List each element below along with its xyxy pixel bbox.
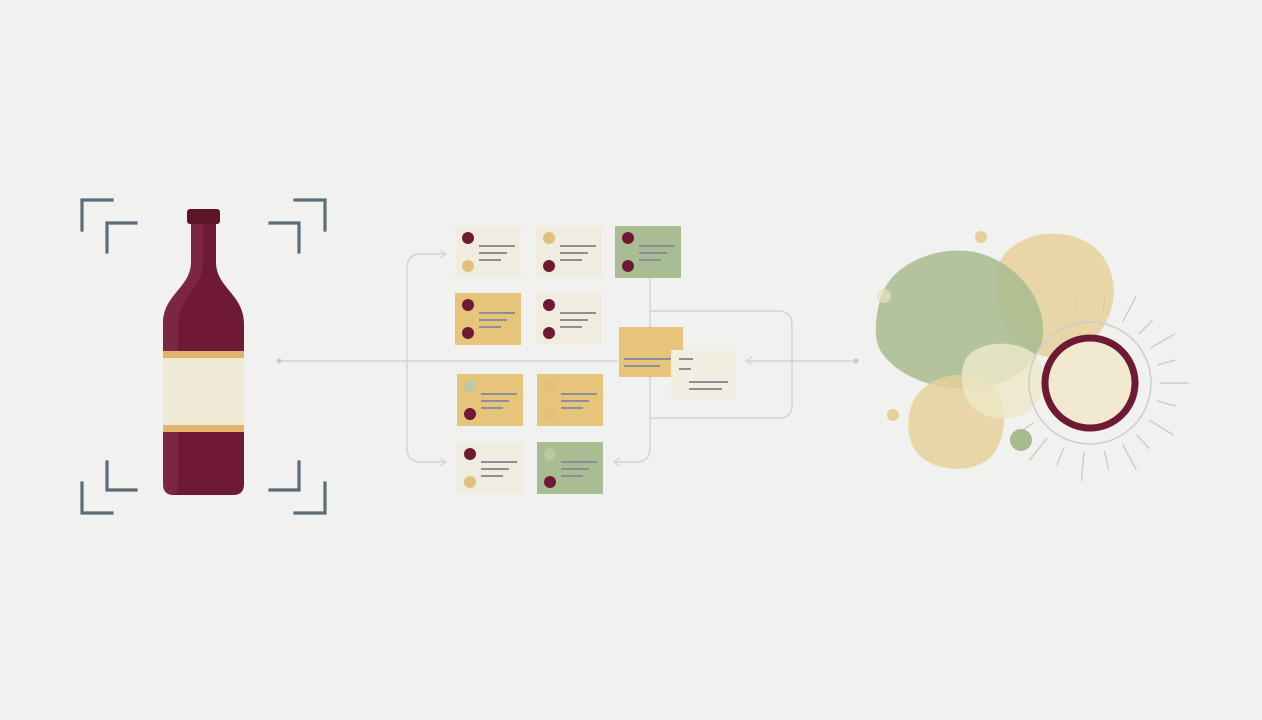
card-r1-c1 <box>455 226 521 278</box>
card-r1-c2 <box>536 226 602 278</box>
sunburst-ray <box>1136 434 1150 450</box>
card-r4-c2 <box>537 442 603 494</box>
sunburst-ray <box>1156 400 1176 407</box>
arrowhead-result-in <box>744 356 753 366</box>
flavor-profile-result <box>875 231 1189 482</box>
card-dot-icon <box>464 476 476 488</box>
sunburst-ray <box>1103 450 1110 470</box>
sunburst-ray <box>1056 447 1065 466</box>
connector-branch-bottom <box>406 361 444 463</box>
sunburst-ray <box>1122 444 1137 471</box>
connector-loop-box <box>650 310 793 419</box>
card-dot-icon <box>543 232 555 244</box>
sunburst-ray <box>1149 333 1176 349</box>
sunburst-ray <box>1156 359 1176 366</box>
card-dot-icon <box>464 448 476 460</box>
card-r2-c1 <box>455 293 521 345</box>
card-dot-icon <box>622 232 634 244</box>
connector-branch-top <box>406 253 444 361</box>
flow-connectors <box>276 249 859 467</box>
dot-gold-left <box>887 409 899 421</box>
card-r3-c2 <box>537 374 603 426</box>
dot-gold-top <box>975 231 987 243</box>
card-dot-icon <box>462 327 474 339</box>
target-ring-icon <box>1028 321 1152 445</box>
card-dot-icon <box>543 327 555 339</box>
card-dot-icon <box>464 408 476 420</box>
viewfinder-corners-icon <box>80 198 327 515</box>
card-r3-c1 <box>457 374 523 426</box>
card-r4-c1 <box>457 442 523 494</box>
bottle-scanner <box>80 198 327 515</box>
sunburst-ray <box>1080 452 1085 482</box>
connector-start-dot <box>276 358 282 364</box>
sunburst-ray <box>1122 295 1137 322</box>
card-r2-c2 <box>536 293 602 345</box>
dot-green-bottom <box>1010 429 1032 451</box>
card-dot-icon <box>464 380 476 392</box>
label-band-top <box>163 351 244 358</box>
card-dot-icon <box>544 448 556 460</box>
blob-cream-mid <box>962 343 1044 419</box>
connector-col3-down <box>616 278 651 463</box>
arrowhead-return <box>612 457 621 467</box>
card-dot-icon <box>462 232 474 244</box>
label-band-bottom <box>163 425 244 432</box>
merged-cards <box>619 327 736 399</box>
card-dot-icon <box>622 260 634 272</box>
bottle-label <box>163 358 244 425</box>
merge-card-cream <box>671 350 736 399</box>
arrowhead-top <box>439 249 448 259</box>
wine-bottle <box>163 209 244 495</box>
card-dot-icon <box>544 476 556 488</box>
sunburst-ray <box>1148 419 1174 436</box>
dot-faint-left <box>877 289 891 303</box>
sunburst-ray <box>1028 437 1048 461</box>
card-r1-c3 <box>615 226 681 278</box>
card-dot-icon <box>462 260 474 272</box>
bottle-cap <box>187 209 220 224</box>
card-dot-icon <box>544 380 556 392</box>
card-dot-icon <box>543 299 555 311</box>
sunburst-ray <box>1138 320 1153 335</box>
arrowhead-bottom <box>439 457 448 467</box>
card-dot-icon <box>462 299 474 311</box>
card-dot-icon <box>544 408 556 420</box>
analysis-cards <box>455 226 681 494</box>
connector-end-dot <box>853 358 859 364</box>
card-dot-icon <box>543 260 555 272</box>
